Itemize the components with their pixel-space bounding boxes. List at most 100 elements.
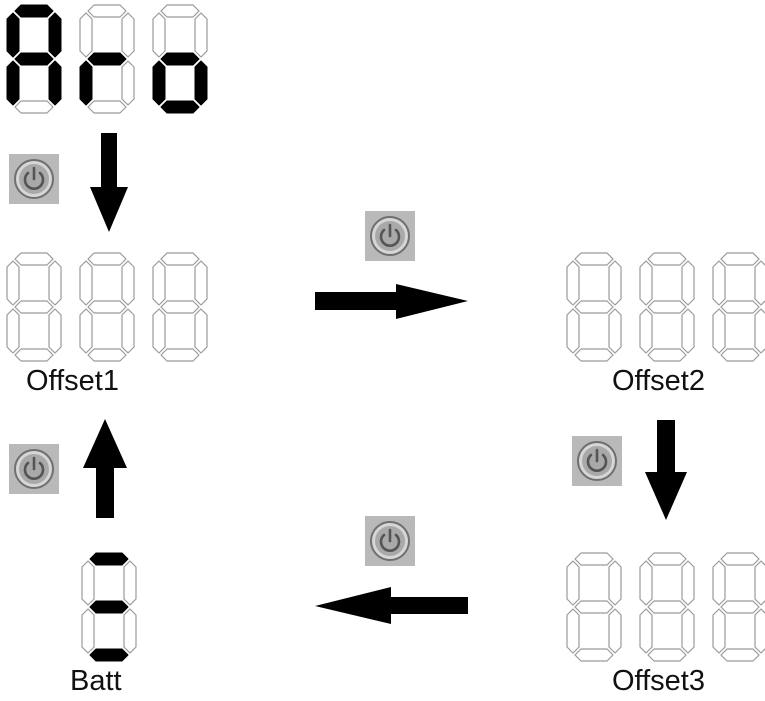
power-button-batt-to-offset1[interactable] <box>9 444 59 494</box>
power-icon <box>572 436 622 486</box>
digit-1-segment-a <box>14 252 54 266</box>
digit-1-segment-b <box>608 260 622 306</box>
digit-2-segment-c <box>681 308 695 354</box>
digit-1-segment-f <box>81 560 95 606</box>
digit-1-segment-d <box>14 348 54 362</box>
digit-2-segment-e <box>639 608 653 654</box>
digit-2-segment-a <box>647 552 687 566</box>
digit-3-segment-g <box>160 300 200 314</box>
digit-3-segment-e <box>152 60 166 106</box>
digit-2-segment-c <box>121 60 135 106</box>
digit-3-segment-a <box>160 252 200 266</box>
digit-1-segment-e <box>566 308 580 354</box>
offset1-label: Offset1 <box>26 365 119 397</box>
digit-1-segment-e <box>566 608 580 654</box>
digit-3-segment-d <box>160 348 200 362</box>
digit-2-segment-d <box>87 348 127 362</box>
power-icon <box>9 154 59 204</box>
digit-2-segment-e <box>79 60 93 106</box>
digit-3-segment-f <box>152 260 166 306</box>
digit-1-segment-d <box>574 648 614 662</box>
digit-2-segment-d <box>87 100 127 114</box>
arrow-up-batt-to-offset1 <box>83 419 127 518</box>
digit-3-segment-a <box>160 4 200 18</box>
digit-2-segment-f <box>639 560 653 606</box>
digit-1-segment-g <box>574 600 614 614</box>
digit-3-segment-b <box>754 260 765 306</box>
digit-2-segment-b <box>681 260 695 306</box>
digit-1-segment-a <box>89 552 129 566</box>
digit-2-segment-b <box>121 260 135 306</box>
digit-1-segment-c <box>123 608 137 654</box>
digit-3-segment-d <box>160 100 200 114</box>
flow-arrows <box>83 133 687 624</box>
power-button-offset2-to-offset3[interactable] <box>572 436 622 486</box>
arrow-down-pro-to-offset1 <box>90 133 128 232</box>
digit-2-segment-e <box>79 308 93 354</box>
digit-1-segment-e <box>81 608 95 654</box>
power-button-pro-to-offset1[interactable] <box>9 154 59 204</box>
batt-label: Batt <box>70 665 122 697</box>
digit-1-segment-e <box>6 308 20 354</box>
digit-3-segment-c <box>754 608 765 654</box>
power-icon <box>365 211 415 261</box>
arrow-left-offset3-to-batt <box>315 587 468 624</box>
offset2-display <box>566 252 765 362</box>
digit-3-segment-e <box>712 608 726 654</box>
digit-2-segment-g <box>87 300 127 314</box>
digit-3-segment-d <box>720 348 760 362</box>
offset3-label: Offset3 <box>612 665 705 697</box>
digit-3-segment-f <box>712 560 726 606</box>
digit-2-segment-g <box>87 52 127 66</box>
digit-1-segment-g <box>14 52 54 66</box>
digit-1-segment-d <box>14 100 54 114</box>
digit-1-segment-f <box>566 560 580 606</box>
digit-2-segment-b <box>681 560 695 606</box>
digit-3-segment-g <box>720 600 760 614</box>
digit-2-segment-d <box>647 348 687 362</box>
digit-2-segment-c <box>121 308 135 354</box>
digit-1-segment-d <box>574 348 614 362</box>
offset2-label: Offset2 <box>612 365 705 397</box>
digit-2-segment-c <box>681 608 695 654</box>
digit-2-segment-e <box>639 308 653 354</box>
digit-3-segment-g <box>720 300 760 314</box>
digit-2-segment-f <box>79 12 93 58</box>
digit-1-segment-b <box>48 260 62 306</box>
power-icon <box>365 516 415 566</box>
digit-3-segment-f <box>712 260 726 306</box>
digit-2-segment-a <box>87 4 127 18</box>
digit-3-segment-a <box>720 552 760 566</box>
power-button-offset1-to-offset2[interactable] <box>365 211 415 261</box>
digit-1-segment-a <box>574 552 614 566</box>
digit-1-segment-c <box>48 60 62 106</box>
digit-3-segment-c <box>194 60 208 106</box>
digit-1-segment-b <box>608 560 622 606</box>
digit-2-segment-a <box>87 252 127 266</box>
digit-3-segment-f <box>152 12 166 58</box>
digit-2-segment-g <box>647 300 687 314</box>
digit-3-segment-g <box>160 52 200 66</box>
digit-2-segment-f <box>79 260 93 306</box>
digit-1-segment-c <box>608 308 622 354</box>
pro-display <box>6 4 208 114</box>
digit-1-segment-a <box>574 252 614 266</box>
digit-2-segment-g <box>647 600 687 614</box>
digit-2-segment-d <box>647 648 687 662</box>
offset1-display <box>6 252 208 362</box>
digit-2-segment-a <box>647 252 687 266</box>
digit-1-segment-d <box>89 648 129 662</box>
digit-1-segment-c <box>48 308 62 354</box>
digit-1-segment-g <box>14 300 54 314</box>
arrow-right-offset1-to-offset2 <box>315 284 468 319</box>
digit-1-segment-g <box>574 300 614 314</box>
digit-3-segment-b <box>194 12 208 58</box>
digit-1-segment-b <box>48 12 62 58</box>
batt-display <box>81 552 137 662</box>
power-button-offset3-to-batt[interactable] <box>365 516 415 566</box>
digit-3-segment-b <box>754 560 765 606</box>
digit-3-segment-c <box>754 308 765 354</box>
digit-1-segment-g <box>89 600 129 614</box>
